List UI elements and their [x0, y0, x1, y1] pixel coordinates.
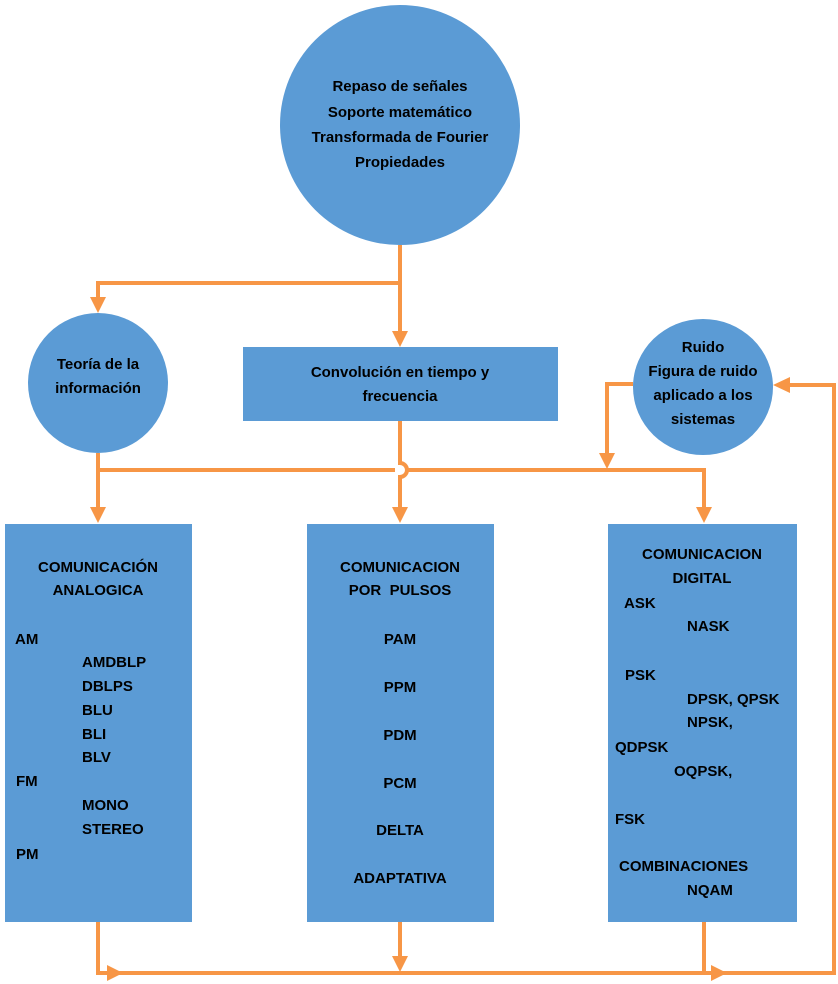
- connector-branch-to-information-theory: [96, 281, 400, 300]
- convolution-line: Convolución en tiempo y: [310, 364, 490, 381]
- analog-item: FM: [16, 773, 38, 790]
- connector-analog-bottom-loop: [96, 383, 836, 975]
- digital-title: COMUNICACION: [642, 546, 762, 563]
- noise-circle: [633, 319, 773, 455]
- information-theory-circle: [28, 313, 168, 453]
- pulse-communication-box: [307, 524, 494, 922]
- arrowhead-right-bottom-left: [107, 965, 123, 981]
- digital-communication-box: [608, 524, 797, 922]
- noise-line: aplicado a los: [653, 387, 753, 404]
- analog-item: PM: [16, 846, 39, 863]
- arrowhead-down-pulse: [392, 507, 408, 523]
- arrowhead-down-convolution: [392, 331, 408, 347]
- pulse-item: PDM: [383, 727, 417, 744]
- arrowhead-down-digital: [696, 507, 712, 523]
- convolution-box: [243, 347, 558, 421]
- pulse-item: PPM: [383, 679, 417, 696]
- digital-item: FSK: [615, 811, 645, 828]
- analog-communication-box: [5, 524, 192, 922]
- digital-subitem: DPSK, QPSK: [687, 691, 780, 708]
- pulse-item: PAM: [383, 631, 417, 648]
- analog-subitem: BLV: [82, 749, 111, 766]
- pulse-item: DELTA: [376, 822, 424, 839]
- digital-subitem: OQPSK,: [674, 763, 733, 780]
- information-theory-line: información: [55, 380, 141, 397]
- arrowhead-down-analog: [90, 507, 106, 523]
- arrowhead-down-noise-to-bus: [599, 453, 615, 469]
- analog-subitem: AMDBLP: [82, 654, 147, 671]
- digital-subitem: NQAM: [687, 882, 733, 899]
- analog-subitem: BLU: [82, 702, 113, 719]
- analog-item: AM: [15, 631, 39, 648]
- digital-item: COMBINACIONES: [619, 858, 749, 875]
- fundamentals-line: Repaso de señales: [332, 78, 468, 95]
- noise-line: Figura de ruido: [648, 363, 758, 380]
- analog-title: COMUNICACIÓN: [38, 559, 158, 576]
- pulse-title: POR PULSOS: [348, 582, 452, 599]
- connector-noise-to-bus: [605, 382, 633, 456]
- analog-title: ANALOGICA: [52, 582, 144, 599]
- analog-subitem: STEREO: [82, 821, 144, 838]
- analog-subitem: BLI: [82, 726, 107, 743]
- noise-line: Ruido: [681, 339, 725, 356]
- pulse-title: COMUNICACION: [340, 559, 460, 576]
- noise-line: sistemas: [670, 411, 736, 428]
- digital-item: PSK: [625, 667, 656, 684]
- pulse-item: ADAPTATIVA: [353, 870, 447, 887]
- arrowhead-down-information-theory: [90, 297, 106, 313]
- fundamentals-circle: [280, 5, 520, 245]
- arrowhead-left-noise: [773, 377, 790, 393]
- digital-subitem: NPSK,: [687, 714, 733, 731]
- connector-convolution-to-pulse: [398, 421, 409, 510]
- information-theory-line: Teoría de la: [56, 356, 140, 373]
- analog-subitem: MONO: [82, 797, 129, 814]
- fundamentals-line: Soporte matemático: [327, 104, 473, 121]
- digital-item: ASK: [624, 595, 656, 612]
- connector-bus-horizontal: [98, 468, 706, 510]
- fundamentals-line: Transformada de Fourier: [311, 129, 489, 146]
- fundamentals-line: Propiedades: [354, 154, 446, 171]
- digital-item: QDPSK: [615, 739, 669, 756]
- arrowhead-down-pulse-bottom: [392, 956, 408, 972]
- digital-subitem: NASK: [687, 618, 730, 635]
- convolution-line: frecuencia: [362, 388, 438, 405]
- analog-subitem: DBLPS: [82, 678, 133, 695]
- pulse-item: PCM: [383, 775, 417, 792]
- digital-title: DIGITAL: [672, 570, 732, 587]
- arrowhead-right-bottom-right: [711, 965, 727, 981]
